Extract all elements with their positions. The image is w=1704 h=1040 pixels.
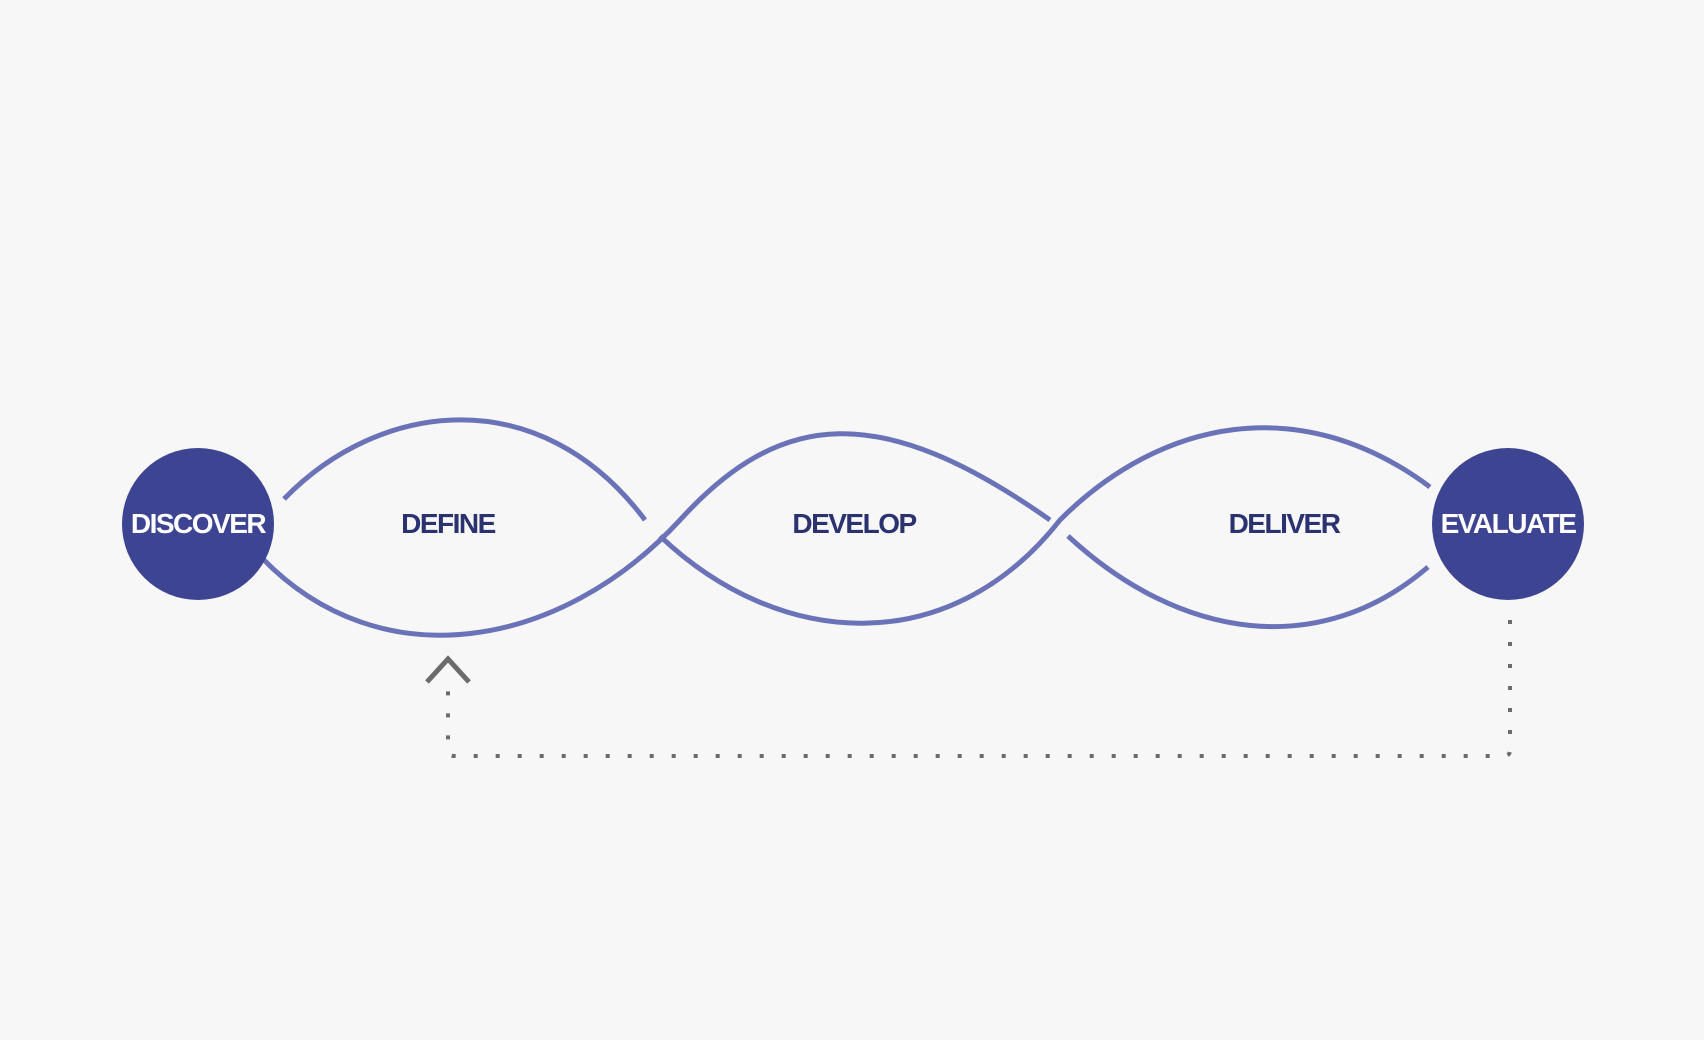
curve-upper-develop-rising [260,431,1052,638]
curve-upper-deliver-rising [658,425,1432,626]
phase-deliver-label: DELIVER [1228,508,1341,539]
discover-node: DISCOVER [122,448,274,600]
phase-define-label: DEFINE [401,508,496,539]
curve-lower-deliver [1066,534,1430,630]
evaluate-label: EVALUATE [1440,508,1577,539]
feedback-loop-path [446,620,1512,758]
phase-develop-label: DEVELOP [792,508,917,539]
evaluate-node: EVALUATE [1432,448,1584,600]
curve-upper-define [282,417,647,522]
feedback-arrowhead-icon [425,655,471,684]
discover-label: DISCOVER [130,508,267,539]
